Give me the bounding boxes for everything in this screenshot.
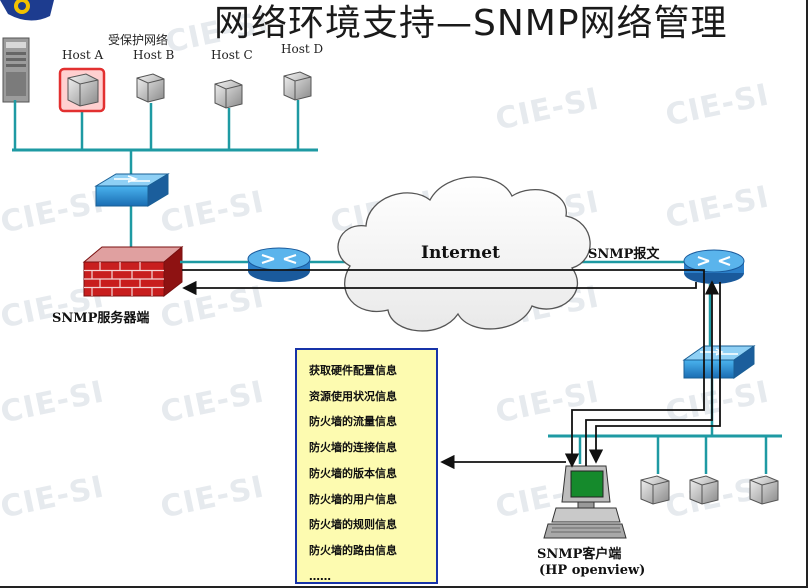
firewall-icon <box>82 245 184 298</box>
server-tower-icon <box>2 37 30 103</box>
lan-host-icon <box>640 475 670 505</box>
lan-host-icon <box>749 475 779 505</box>
host-b-icon <box>136 73 165 103</box>
info-item: 获取硬件配置信息 <box>309 364 397 377</box>
host-c-icon <box>214 79 243 109</box>
host-a-icon <box>58 67 106 113</box>
snmp-flow-arrows <box>182 269 721 470</box>
snmp-info-list: 获取硬件配置信息 资源使用状况信息 防火墙的流量信息 防火墙的连接信息 防火墙的… <box>295 348 438 584</box>
host-d-label: Host D <box>281 42 324 56</box>
snmp-server-label: SNMP服务器端 <box>52 311 150 326</box>
info-item: 防火墙的规则信息 <box>309 518 397 532</box>
internet-label: Internet <box>421 243 500 263</box>
snmp-client-workstation-icon <box>543 465 627 539</box>
host-d-icon <box>283 71 312 101</box>
info-item: 防火墙的用户信息 <box>309 492 397 506</box>
snmp-client-label: SNMP客户端 <box>537 547 622 562</box>
info-item: 防火墙的连接信息 <box>309 441 397 455</box>
protected-network-label: 受保护网络 <box>108 33 169 47</box>
host-a-label: Host A <box>62 48 104 62</box>
switch-right-icon <box>682 345 756 379</box>
info-item: …… <box>309 569 331 583</box>
info-item: 资源使用状况信息 <box>309 389 397 403</box>
info-item: 防火墙的路由信息 <box>309 543 397 557</box>
info-item: 防火墙的版本信息 <box>309 466 397 480</box>
snmp-message-label: SNMP报文 <box>588 247 660 262</box>
switch-icon <box>94 173 170 207</box>
router-left-icon <box>247 247 311 282</box>
host-c-label: Host C <box>211 48 253 62</box>
logo-icon <box>0 0 54 21</box>
internet-cloud-icon <box>337 176 591 332</box>
router-right-icon <box>683 249 745 284</box>
info-item: 防火墙的流量信息 <box>309 415 397 429</box>
lan-host-icon <box>689 475 719 505</box>
page-title: 网络环境支持—SNMP网络管理 <box>214 3 728 44</box>
client-software-label: (HP openview) <box>539 563 646 578</box>
host-b-label: Host B <box>133 48 175 62</box>
